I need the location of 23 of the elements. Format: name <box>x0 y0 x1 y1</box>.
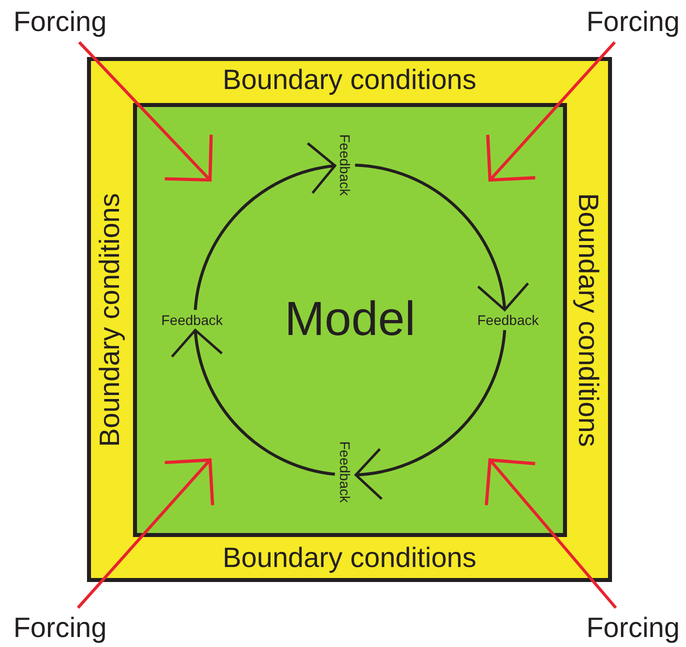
boundary-label: Boundary conditions <box>574 192 602 446</box>
feedback-arrow <box>172 328 336 476</box>
boundary-label: Boundary conditions <box>96 192 124 446</box>
forcing-label: Forcing <box>586 8 680 36</box>
feedback-label: Feedback <box>338 134 352 196</box>
model-box <box>133 103 567 537</box>
forcing-label: Forcing <box>13 614 107 642</box>
boundary-label: Boundary conditions <box>222 544 476 572</box>
feedback-label: Feedback <box>477 313 539 327</box>
model-label: Model <box>284 296 416 344</box>
feedback-arrow <box>354 164 528 312</box>
boundary-label: Boundary conditions <box>222 66 476 94</box>
feedback-label: Feedback <box>338 441 352 503</box>
feedback-arrow <box>194 144 336 310</box>
feedback-arrow <box>354 330 506 499</box>
boundary-frame <box>87 57 612 582</box>
forcing-label: Forcing <box>586 614 680 642</box>
forcing-arrow <box>76 458 214 609</box>
forcing-arrow <box>78 41 213 182</box>
forcing-arrow <box>486 41 616 182</box>
forcing-label: Forcing <box>13 8 107 36</box>
forcing-arrow <box>484 458 617 609</box>
feedback-label: Feedback <box>161 313 223 327</box>
